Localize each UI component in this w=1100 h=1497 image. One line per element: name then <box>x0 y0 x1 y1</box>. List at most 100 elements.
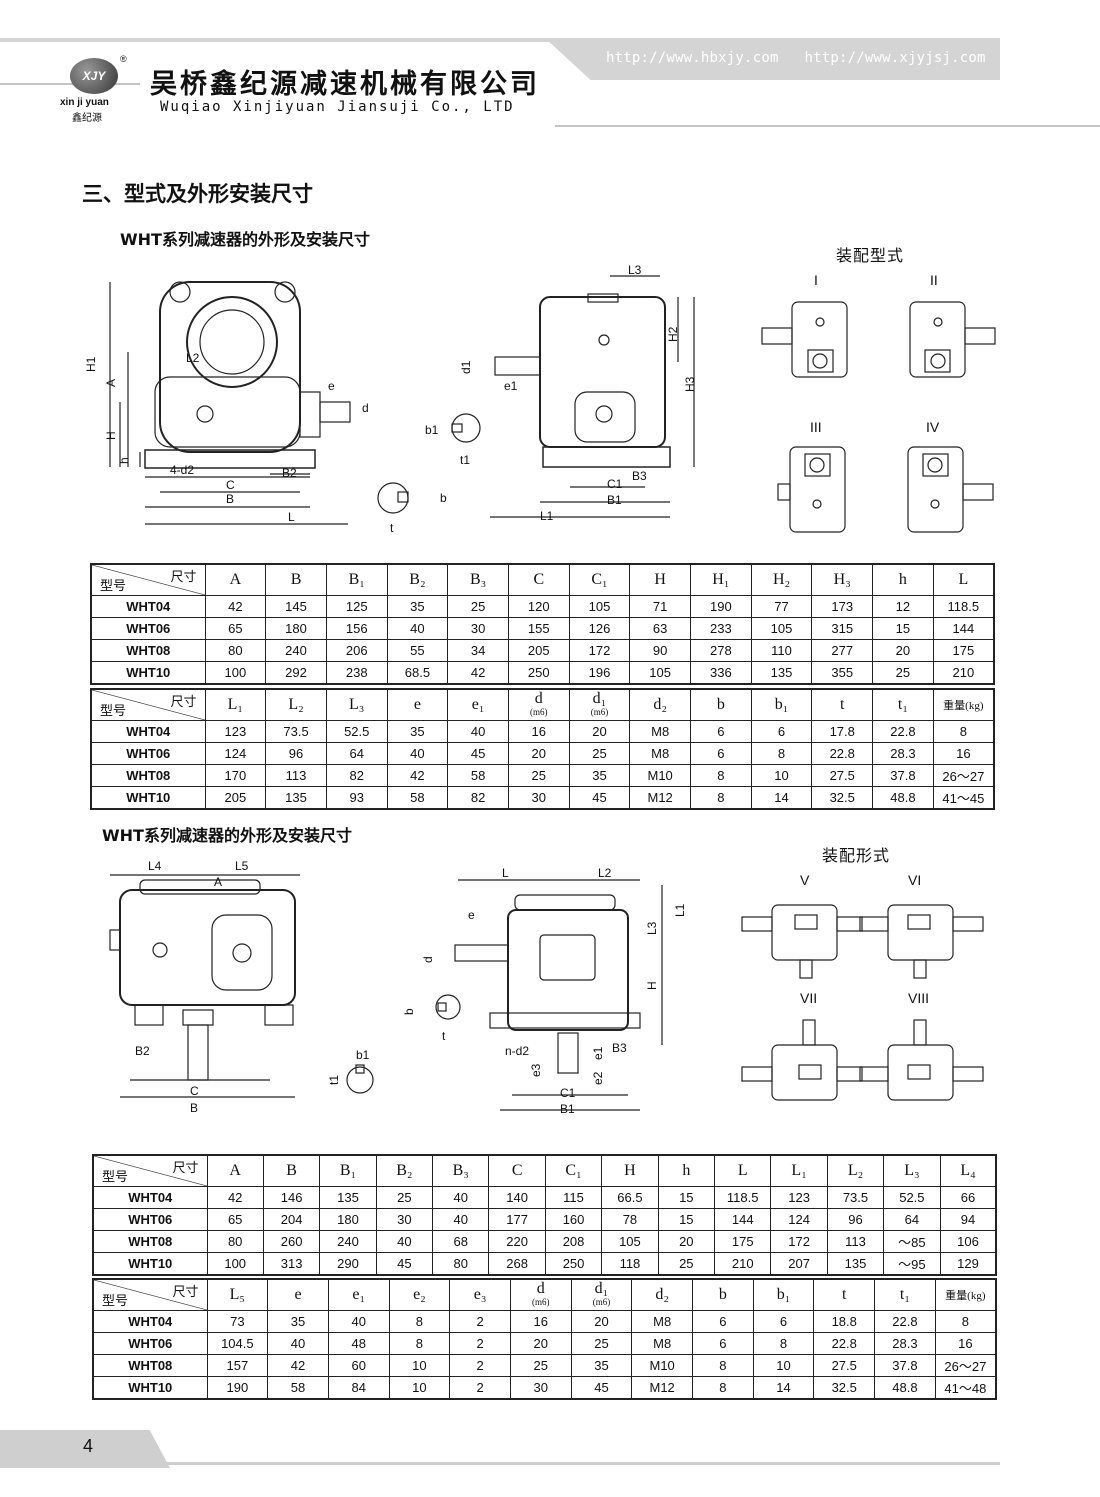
table3-header-row: 尺寸型号 A B B₁ B₂ B₃ C C₁ H h L L₁ L₂ L₃ L₄ <box>92 1154 997 1187</box>
logo-chinese: 鑫纪源 <box>72 113 102 124</box>
dim2-C: C <box>190 1084 199 1098</box>
spec-table-4: 尺寸型号 L₅ e e₁ e₂ e₃ d(m6) d₁(m6) d₂ b b₁ … <box>92 1278 997 1400</box>
value-cell: 68 <box>432 1230 490 1253</box>
value-cell: 315 <box>811 617 874 640</box>
table2-header: e₁ <box>447 688 509 721</box>
value-cell: 65 <box>206 1208 264 1231</box>
value-cell: 135 <box>826 1252 885 1276</box>
dim-C1: C1 <box>607 477 623 491</box>
dim-L: L <box>288 510 295 524</box>
table3-header: B₁ <box>319 1154 377 1187</box>
spec-table-2: 尺寸型号 L₁ L₂ L₃ e e₁ d(m6) d₁(m6) d₂ b b₁ … <box>90 688 995 810</box>
value-cell: 240 <box>319 1230 377 1253</box>
table3-header: B₂ <box>375 1154 434 1187</box>
value-cell: 313 <box>262 1252 321 1276</box>
value-cell: 35 <box>267 1310 329 1333</box>
value-cell: 100 <box>206 1252 264 1276</box>
value-cell: 45 <box>447 742 509 765</box>
value-cell: 277 <box>811 639 874 662</box>
model-cell: WHT10 <box>92 1376 208 1400</box>
model-cell: WHT04 <box>90 720 206 743</box>
value-cell: 105 <box>750 617 813 640</box>
table3-header: L₁ <box>770 1154 828 1187</box>
value-cell: 80 <box>204 639 267 662</box>
url-1[interactable]: http://www.hbxjy.com <box>606 50 779 66</box>
value-cell: 35 <box>386 720 449 743</box>
dim-L2: L2 <box>186 351 200 365</box>
value-cell: 28.3 <box>874 1332 936 1355</box>
value-cell: 8 <box>750 742 813 765</box>
value-cell: 105 <box>568 595 631 618</box>
value-cell: 110 <box>750 639 813 662</box>
table2-header: e <box>386 688 449 721</box>
front-view-2-drawing <box>109 874 300 1098</box>
value-cell: 175 <box>932 639 995 662</box>
value-cell: 180 <box>265 617 327 640</box>
company-name-cn: 吴桥鑫纪源减速机械有限公司 <box>150 69 540 100</box>
value-cell: 156 <box>325 617 388 640</box>
table1-header-row: 尺寸型号 A B B₁ B₂ B₃ C C₁ H H₁ H₂ H₃ h L <box>90 563 995 596</box>
dim2-H: H <box>645 981 659 990</box>
value-cell: 63 <box>629 617 691 640</box>
value-cell: 8 <box>932 720 995 743</box>
dim2-B2: B2 <box>135 1044 150 1058</box>
dim-B1: B1 <box>607 493 622 507</box>
table1-header: H₃ <box>811 563 874 596</box>
value-cell: 206 <box>325 639 388 662</box>
table2-header: L₂ <box>265 688 327 721</box>
url-2[interactable]: http://www.xjyjsj.com <box>804 50 986 66</box>
value-cell: 16 <box>509 1310 572 1333</box>
dim-H1: H1 <box>84 356 98 372</box>
table1-header: H₁ <box>690 563 752 596</box>
value-cell: 40 <box>386 742 449 765</box>
value-cell: 20 <box>507 742 570 765</box>
value-cell: 123 <box>770 1186 828 1209</box>
value-cell: 60 <box>327 1354 390 1377</box>
table2-header-d1: d₁(m6) <box>568 688 631 721</box>
registered-mark: ® <box>120 54 127 64</box>
value-cell: 10 <box>388 1354 451 1377</box>
value-cell: 16 <box>932 742 995 765</box>
dim2-L3: L3 <box>645 921 659 935</box>
value-cell: 145 <box>265 595 327 618</box>
value-cell: 25 <box>568 742 631 765</box>
dim-b: b <box>440 491 447 505</box>
value-cell: 20 <box>570 1310 633 1333</box>
dim2-t: t <box>442 1029 446 1043</box>
value-cell: 48.8 <box>874 1376 936 1400</box>
value-cell: 15 <box>872 617 934 640</box>
value-cell: 68.5 <box>386 661 449 685</box>
value-cell: 10 <box>752 1354 815 1377</box>
dim2-L1: L1 <box>673 903 687 917</box>
value-cell: 2 <box>449 1332 511 1355</box>
value-cell: 135 <box>319 1186 377 1209</box>
model-cell: WHT06 <box>92 1208 208 1231</box>
value-cell: 135 <box>265 786 327 810</box>
section-title: 三、型式及外形安装尺寸 <box>82 182 313 206</box>
value-cell: 90 <box>629 639 691 662</box>
assembly-label-2: II <box>930 272 938 288</box>
model-cell: WHT08 <box>90 764 206 787</box>
value-cell: 177 <box>488 1208 546 1231</box>
value-cell: 34 <box>447 639 509 662</box>
table3-header: h <box>657 1154 716 1187</box>
part1-drawings: H1 A H h L2 4-d2 C B2 B L e d b1 t1 b t … <box>84 263 996 535</box>
value-cell: M8 <box>629 742 691 765</box>
table2-header: t <box>811 688 874 721</box>
table1-header: B₃ <box>447 563 509 596</box>
value-cell: 40 <box>386 617 449 640</box>
value-cell: 35 <box>570 1354 633 1377</box>
model-cell: WHT08 <box>90 639 206 662</box>
value-cell: 196 <box>568 661 631 685</box>
value-cell: 52.5 <box>883 1186 941 1209</box>
value-cell: 208 <box>544 1230 603 1253</box>
value-cell: 40 <box>432 1186 490 1209</box>
value-cell: 41～48 <box>934 1376 997 1400</box>
value-cell: 180 <box>319 1208 377 1231</box>
value-cell: 155 <box>507 617 570 640</box>
